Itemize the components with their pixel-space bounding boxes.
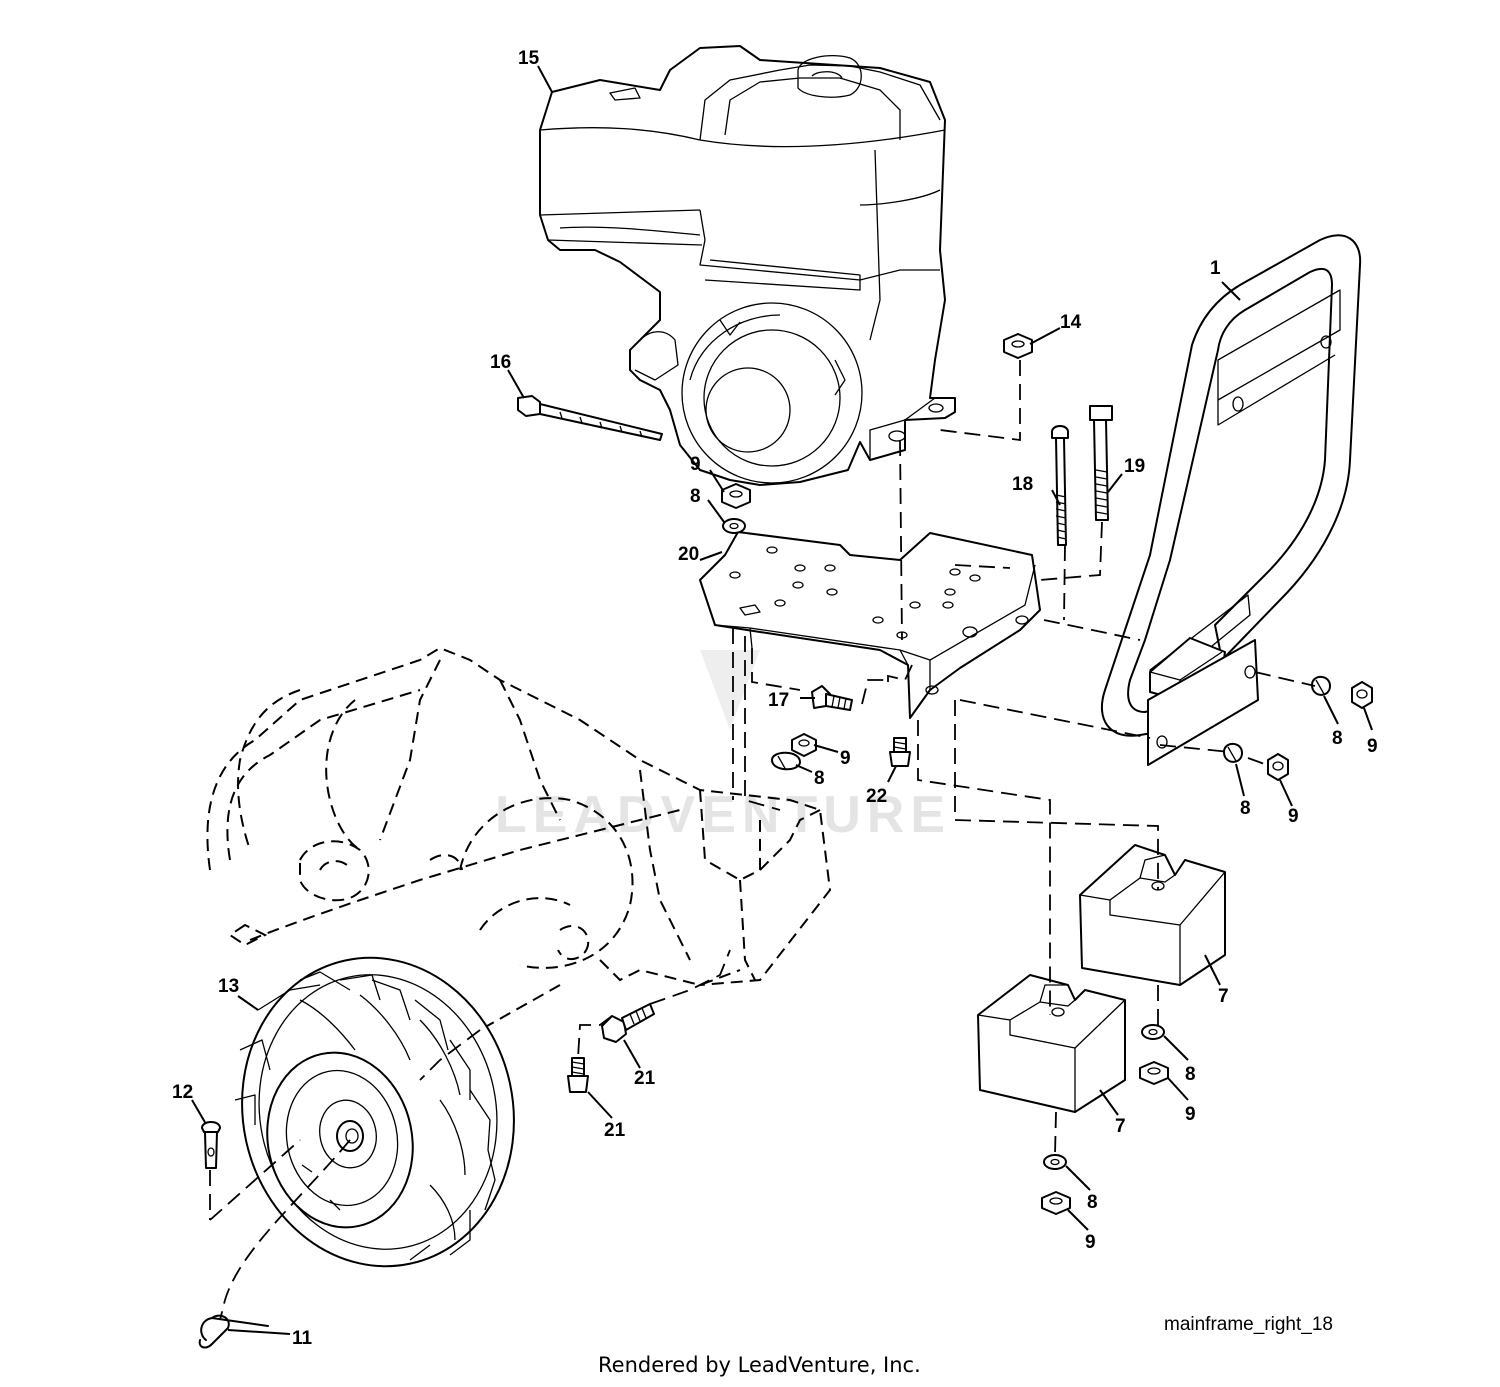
washer-part-8-right-upper[interactable] (1311, 675, 1331, 696)
callout-8-mid: 8 (814, 768, 825, 789)
washer-part-8-right-lower[interactable] (1223, 742, 1243, 763)
callout-7-upper: 7 (1218, 986, 1229, 1007)
bolt-part-22[interactable] (889, 737, 911, 767)
wheel-part-13[interactable] (214, 932, 543, 1291)
callout-21-upper: 21 (634, 1068, 656, 1089)
callout-9-right-lower: 9 (1288, 806, 1299, 827)
callout-8-right-upper: 8 (1332, 728, 1343, 749)
callout-18: 18 (1012, 474, 1033, 495)
nut-part-14[interactable] (1003, 333, 1033, 359)
callout-16: 16 (490, 352, 511, 373)
cable-tie-part-16[interactable] (517, 395, 663, 441)
callout-8-upper-weight: 8 (1185, 1064, 1196, 1085)
callout-1: 1 (1210, 258, 1221, 279)
washer-part-8-lower-weight[interactable] (1043, 1154, 1067, 1170)
nut-part-9-lower-weight[interactable] (1041, 1191, 1071, 1215)
callout-8-right-lower: 8 (1240, 798, 1251, 819)
nut-part-9-upper-weight[interactable] (1139, 1061, 1169, 1085)
callout-15: 15 (518, 48, 540, 69)
bumper-part-1[interactable] (1100, 234, 1362, 766)
callout-9-lower-weight: 9 (1085, 1232, 1096, 1253)
footer-credit: Rendered by LeadVenture, Inc. (598, 1353, 921, 1377)
bolt-part-19[interactable] (1089, 405, 1113, 521)
callout-12: 12 (172, 1082, 193, 1103)
callout-9-plate: 9 (690, 454, 701, 475)
washer-part-8-upper-weight[interactable] (1141, 1024, 1165, 1040)
callout-21-lower: 21 (604, 1120, 626, 1141)
hairpin-clip-part-11[interactable] (198, 1314, 269, 1349)
callout-14: 14 (1060, 312, 1082, 333)
nut-part-9-mid[interactable] (791, 733, 817, 757)
watermark-text: LEADVENTURE (495, 786, 951, 844)
callout-9-mid: 9 (840, 748, 851, 769)
bolt-part-18[interactable] (1051, 425, 1069, 546)
callout-labels: 1 14 15 16 9 8 20 18 19 17 9 8 22 8 9 8 … (172, 48, 1378, 1349)
callout-7-lower: 7 (1115, 1116, 1126, 1137)
diagram-id: mainframe_right_18 (1164, 1314, 1333, 1335)
nut-part-9-plate[interactable] (721, 483, 751, 509)
mounting-plate-part-20[interactable] (699, 531, 1041, 719)
callout-17: 17 (768, 690, 789, 711)
bolt-part-21-lower[interactable] (567, 1057, 589, 1093)
washer-part-8-mid[interactable] (771, 751, 801, 771)
nut-part-9-right-lower[interactable] (1267, 753, 1289, 781)
callout-9-right-upper: 9 (1367, 736, 1378, 757)
callout-11: 11 (292, 1328, 313, 1349)
bolt-part-17[interactable] (811, 685, 853, 711)
tiller-outline-ghost (206, 646, 832, 1031)
assembly-guide-lines (209, 360, 1316, 1321)
nut-part-9-right-upper[interactable] (1351, 681, 1373, 709)
callout-13: 13 (218, 976, 239, 997)
callout-9-upper-weight: 9 (1185, 1104, 1196, 1125)
bolt-part-21-upper[interactable] (601, 1003, 655, 1043)
washer-part-8-plate[interactable] (722, 518, 746, 534)
weight-part-7-upper[interactable] (1079, 844, 1226, 986)
callout-19: 19 (1124, 456, 1145, 477)
callout-22: 22 (866, 786, 887, 807)
callout-8-plate: 8 (690, 486, 701, 507)
leader-lines (191, 65, 1373, 1335)
callout-20: 20 (678, 544, 699, 565)
callout-8-lower-weight: 8 (1087, 1192, 1098, 1213)
clevis-pin-part-12[interactable] (201, 1121, 221, 1169)
weight-part-7-lower[interactable] (977, 974, 1126, 1113)
watermark-logo (700, 650, 760, 730)
engine-part-15[interactable] (539, 45, 956, 486)
